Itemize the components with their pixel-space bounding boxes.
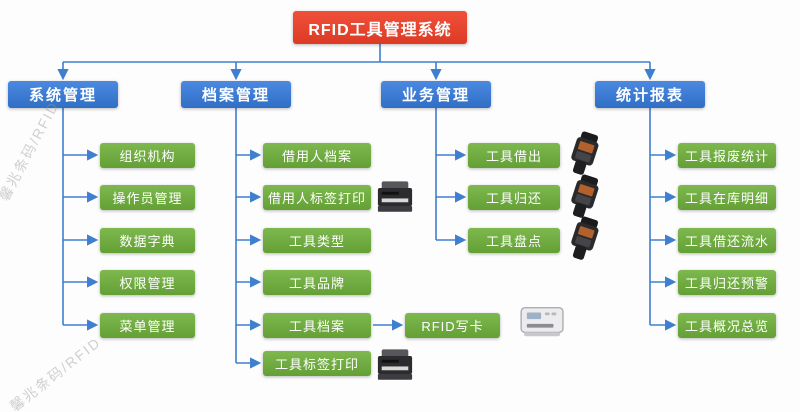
handheld-reader-icon [571,216,599,260]
branch-statistics-reports: 统计报表 [595,81,705,108]
leaf-data-dictionary: 数据字典 [100,228,195,253]
leaf-borrower-archive: 借用人档案 [263,143,371,168]
label-printer-icon [377,181,413,212]
leaf-menu-management: 菜单管理 [100,313,195,338]
leaf-rfid-write-card: RFID写卡 [405,313,500,338]
watermark-text: 馨兆条码/RFID [0,98,62,204]
leaf-tool-inventory: 工具盘点 [468,228,560,253]
leaf-tool-borrow-return-flow: 工具借还流水 [678,228,776,253]
branch-business-management: 业务管理 [381,81,491,108]
leaf-organization: 组织机构 [100,143,195,168]
leaf-tool-overview: 工具概况总览 [678,313,776,338]
leaf-tool-return: 工具归还 [468,185,560,210]
root-node: RFID工具管理系统 [293,11,467,44]
handheld-reader-icon [571,174,599,218]
leaf-operator-management: 操作员管理 [100,185,195,210]
leaf-tool-brand: 工具品牌 [263,270,371,295]
leaf-borrower-label-print: 借用人标签打印 [263,185,371,210]
leaf-tool-in-stock-detail: 工具在库明细 [678,185,776,210]
handheld-reader-icon [571,131,599,175]
watermark-text: 馨兆条码/RFID [6,333,104,412]
branch-archive-management: 档案管理 [181,81,291,108]
card-writer-icon [520,306,564,337]
label-printer-icon [377,349,413,380]
leaf-tool-scrap-statistics: 工具报废统计 [678,143,776,168]
leaf-tool-type: 工具类型 [263,228,371,253]
leaf-tool-label-print: 工具标签打印 [263,351,371,376]
leaf-permission-management: 权限管理 [100,270,195,295]
leaf-tool-archive: 工具档案 [263,313,371,338]
branch-system-management: 系统管理 [8,81,118,108]
leaf-tool-lend: 工具借出 [468,143,560,168]
leaf-tool-return-warning: 工具归还预警 [678,270,776,295]
